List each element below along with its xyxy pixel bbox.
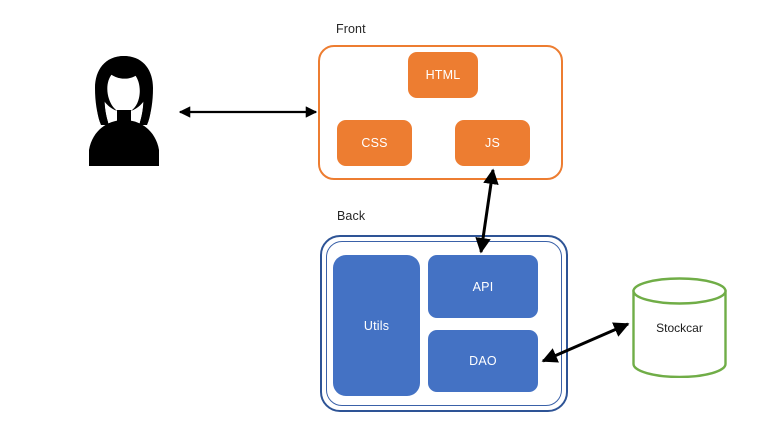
node-html-label: HTML [425, 68, 461, 82]
node-js[interactable]: JS [455, 120, 530, 166]
node-dao[interactable]: DAO [428, 330, 538, 392]
node-js-label: JS [485, 136, 500, 150]
node-dao-label: DAO [469, 354, 497, 368]
database-label-text: Stockcar [656, 320, 703, 335]
node-html[interactable]: HTML [408, 52, 478, 98]
database-label: Stockcar [632, 277, 727, 378]
front-group-label: Front [336, 22, 366, 36]
node-utils[interactable]: Utils [333, 255, 420, 396]
node-utils-label: Utils [363, 318, 390, 333]
node-api[interactable]: API [428, 255, 538, 318]
node-api-label: API [472, 279, 494, 294]
back-group-label: Back [337, 209, 366, 223]
node-css-label: CSS [361, 136, 388, 150]
node-css[interactable]: CSS [337, 120, 412, 166]
database-cylinder-stockcar[interactable] [632, 277, 727, 379]
user-person-icon [78, 50, 170, 170]
